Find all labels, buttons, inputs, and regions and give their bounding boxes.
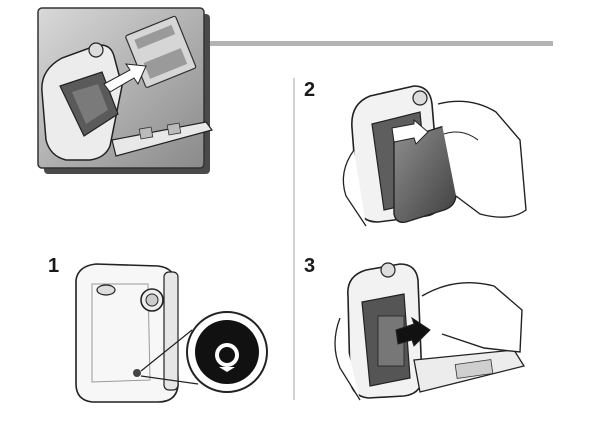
release-button-zoom [186, 311, 268, 393]
film-loading-icon [37, 7, 214, 174]
insert-film-pack-illustration [342, 85, 527, 227]
step-number-3: 3 [304, 255, 316, 277]
camera-rear-illustration [75, 263, 199, 403]
close-back-door-illustration [334, 262, 526, 401]
header-rule [190, 41, 553, 46]
step-number-2: 2 [304, 79, 316, 101]
step-number-1: 1 [48, 255, 60, 277]
